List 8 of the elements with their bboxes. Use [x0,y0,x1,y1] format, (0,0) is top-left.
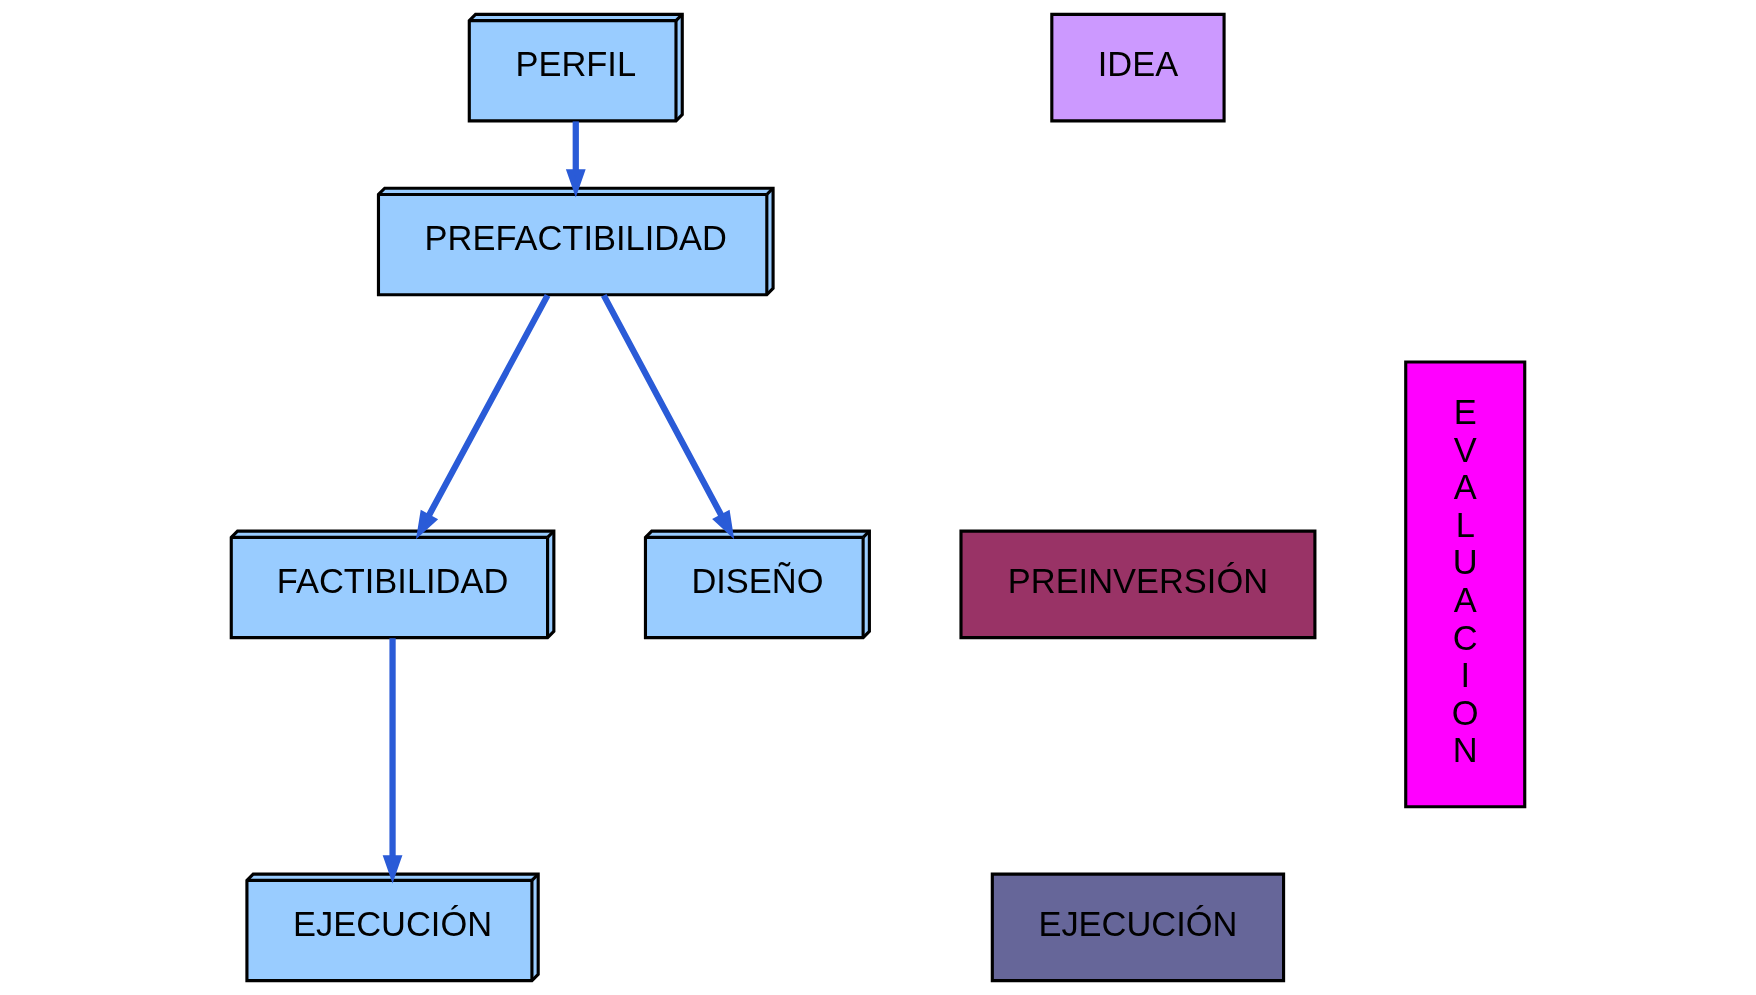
node-box: EJECUCIÓN [990,872,1286,983]
node-box: PREINVERSIÓN [959,529,1317,640]
node-box: EVALUACION [1404,360,1527,809]
arrow [601,293,735,540]
node-box: IDEA [1050,12,1226,123]
arrow [565,121,586,198]
arrow [382,638,403,884]
arrow [416,293,551,540]
